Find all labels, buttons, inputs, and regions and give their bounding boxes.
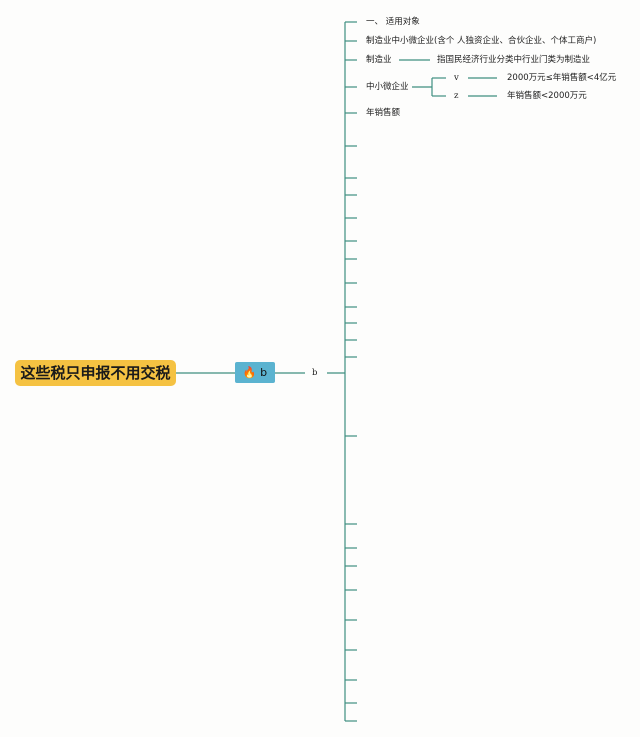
node-applicable-objects[interactable]: 一、 适用对象: [366, 17, 420, 27]
node-smes[interactable]: 中小微企业: [366, 82, 409, 92]
node-manufacturing-smes[interactable]: 制造业中小微企业(含个 人独资企业、合伙企业、个体工商户): [366, 36, 597, 46]
node-smes-sub-z-detail[interactable]: 年销售额<2000万元: [507, 91, 587, 101]
node-smes-sub-z[interactable]: z: [454, 91, 459, 101]
node-manufacturing-definition[interactable]: 指国民经济行业分类中行业门类为制造业: [437, 55, 591, 65]
hub-label: b: [260, 366, 268, 379]
hub-node[interactable]: 🔥 b: [235, 362, 275, 383]
node-smes-sub-v[interactable]: v: [454, 73, 459, 83]
node-manufacturing[interactable]: 制造业: [366, 55, 392, 65]
node-annual-sales[interactable]: 年销售额: [366, 108, 401, 118]
root-node[interactable]: 这些税只申报不用交税: [15, 360, 176, 386]
fire-icon: 🔥: [242, 366, 257, 379]
node-smes-sub-v-detail[interactable]: 2000万元≤年销售额<4亿元: [507, 73, 617, 83]
branch-label[interactable]: b: [312, 368, 318, 378]
